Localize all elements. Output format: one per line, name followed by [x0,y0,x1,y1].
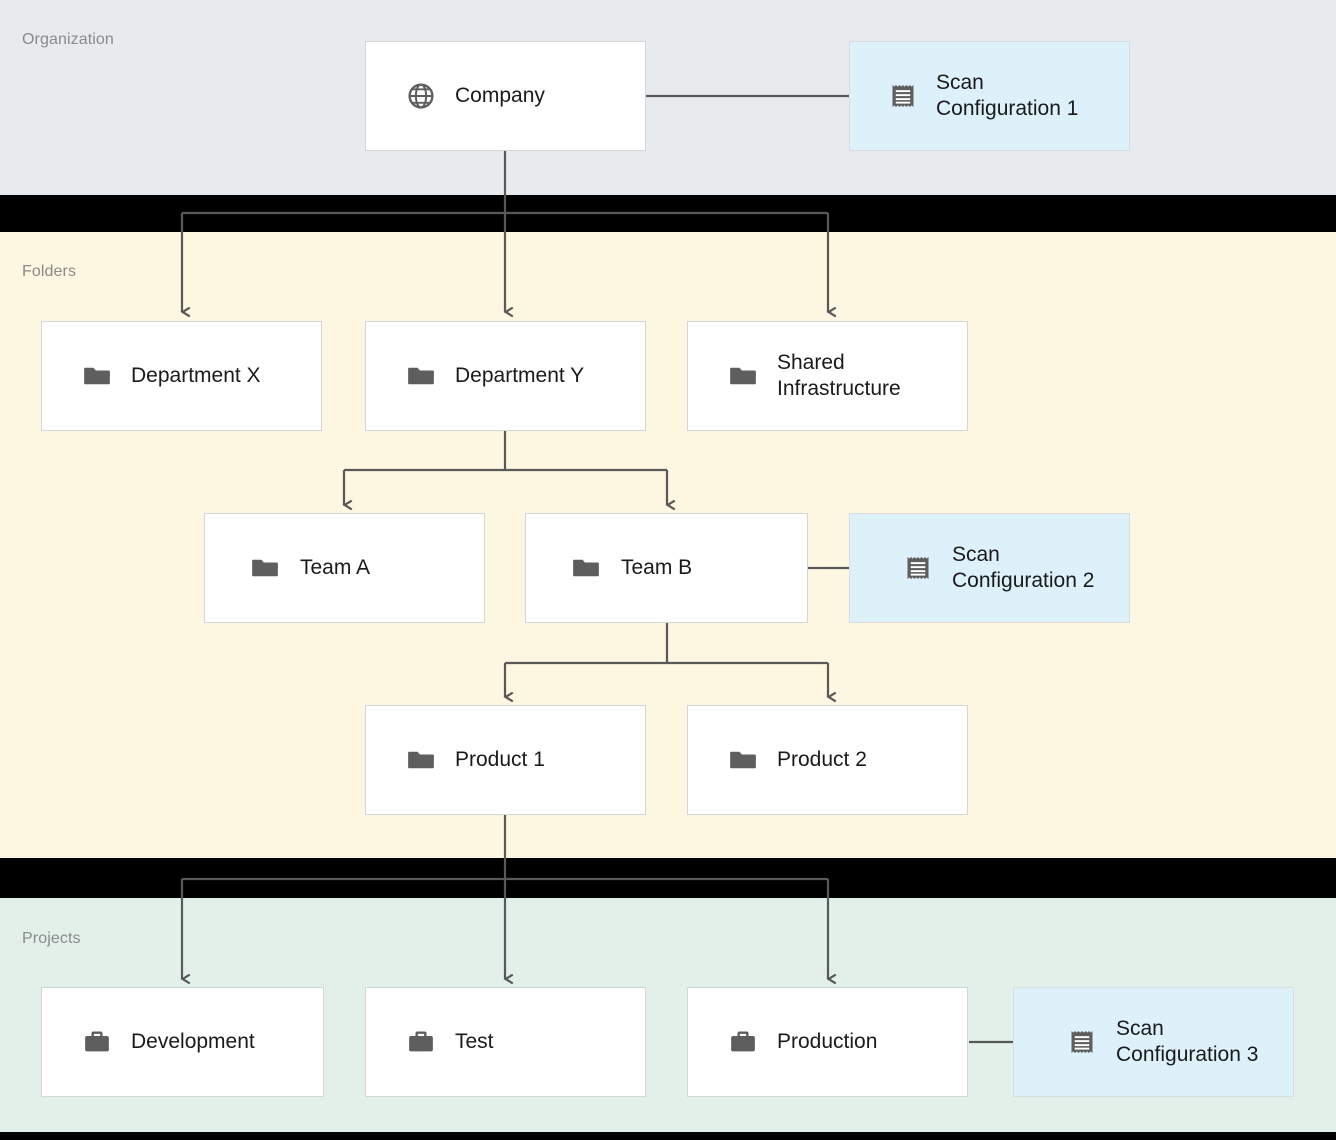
node-team-b[interactable]: Team B [525,513,808,623]
node-test[interactable]: Test [365,987,646,1097]
node-scan-configuration-1[interactable]: Scan Configuration 1 [849,41,1130,151]
node-production[interactable]: Production [687,987,968,1097]
folder-icon [250,553,280,583]
globe-icon [406,81,436,111]
node-company[interactable]: Company [365,41,646,151]
node-department-x[interactable]: Department X [41,321,322,431]
receipt-icon [1067,1027,1097,1057]
node-label: Department X [131,364,261,388]
node-department-y[interactable]: Department Y [365,321,646,431]
band-label-folders: Folders [22,263,77,280]
node-label: Production [777,1030,878,1054]
node-product-2[interactable]: Product 2 [687,705,968,815]
folder-icon [406,361,436,391]
node-label: Product 1 [455,748,545,772]
folder-icon [571,553,601,583]
briefcase-icon [406,1027,436,1057]
band-label-projects: Projects [22,930,81,947]
node-label: Development [131,1030,255,1054]
briefcase-icon [728,1027,758,1057]
node-scan-configuration-3[interactable]: Scan Configuration 3 [1013,987,1294,1097]
node-scan-configuration-2[interactable]: Scan Configuration 2 [849,513,1130,623]
node-label: Company [455,84,545,108]
node-shared-infrastructure[interactable]: Shared Infrastructure [687,321,968,431]
node-team-a[interactable]: Team A [204,513,485,623]
node-label: Test [455,1030,494,1054]
node-product-1[interactable]: Product 1 [365,705,646,815]
band-organization [0,0,1336,195]
node-label: Scan Configuration 2 [952,543,1095,592]
folder-icon [406,745,436,775]
folder-icon [728,361,758,391]
node-label: Product 2 [777,748,867,772]
node-label: Shared Infrastructure [777,351,901,400]
band-label-organization: Organization [22,31,114,48]
receipt-icon [888,81,918,111]
briefcase-icon [82,1027,112,1057]
node-label: Scan Configuration 3 [1116,1017,1259,1066]
folder-icon [728,745,758,775]
receipt-icon [903,553,933,583]
node-label: Scan Configuration 1 [936,71,1079,120]
node-label: Department Y [455,364,585,388]
node-label: Team A [300,556,371,580]
node-development[interactable]: Development [41,987,324,1097]
node-label: Team B [621,556,693,580]
folder-icon [82,361,112,391]
